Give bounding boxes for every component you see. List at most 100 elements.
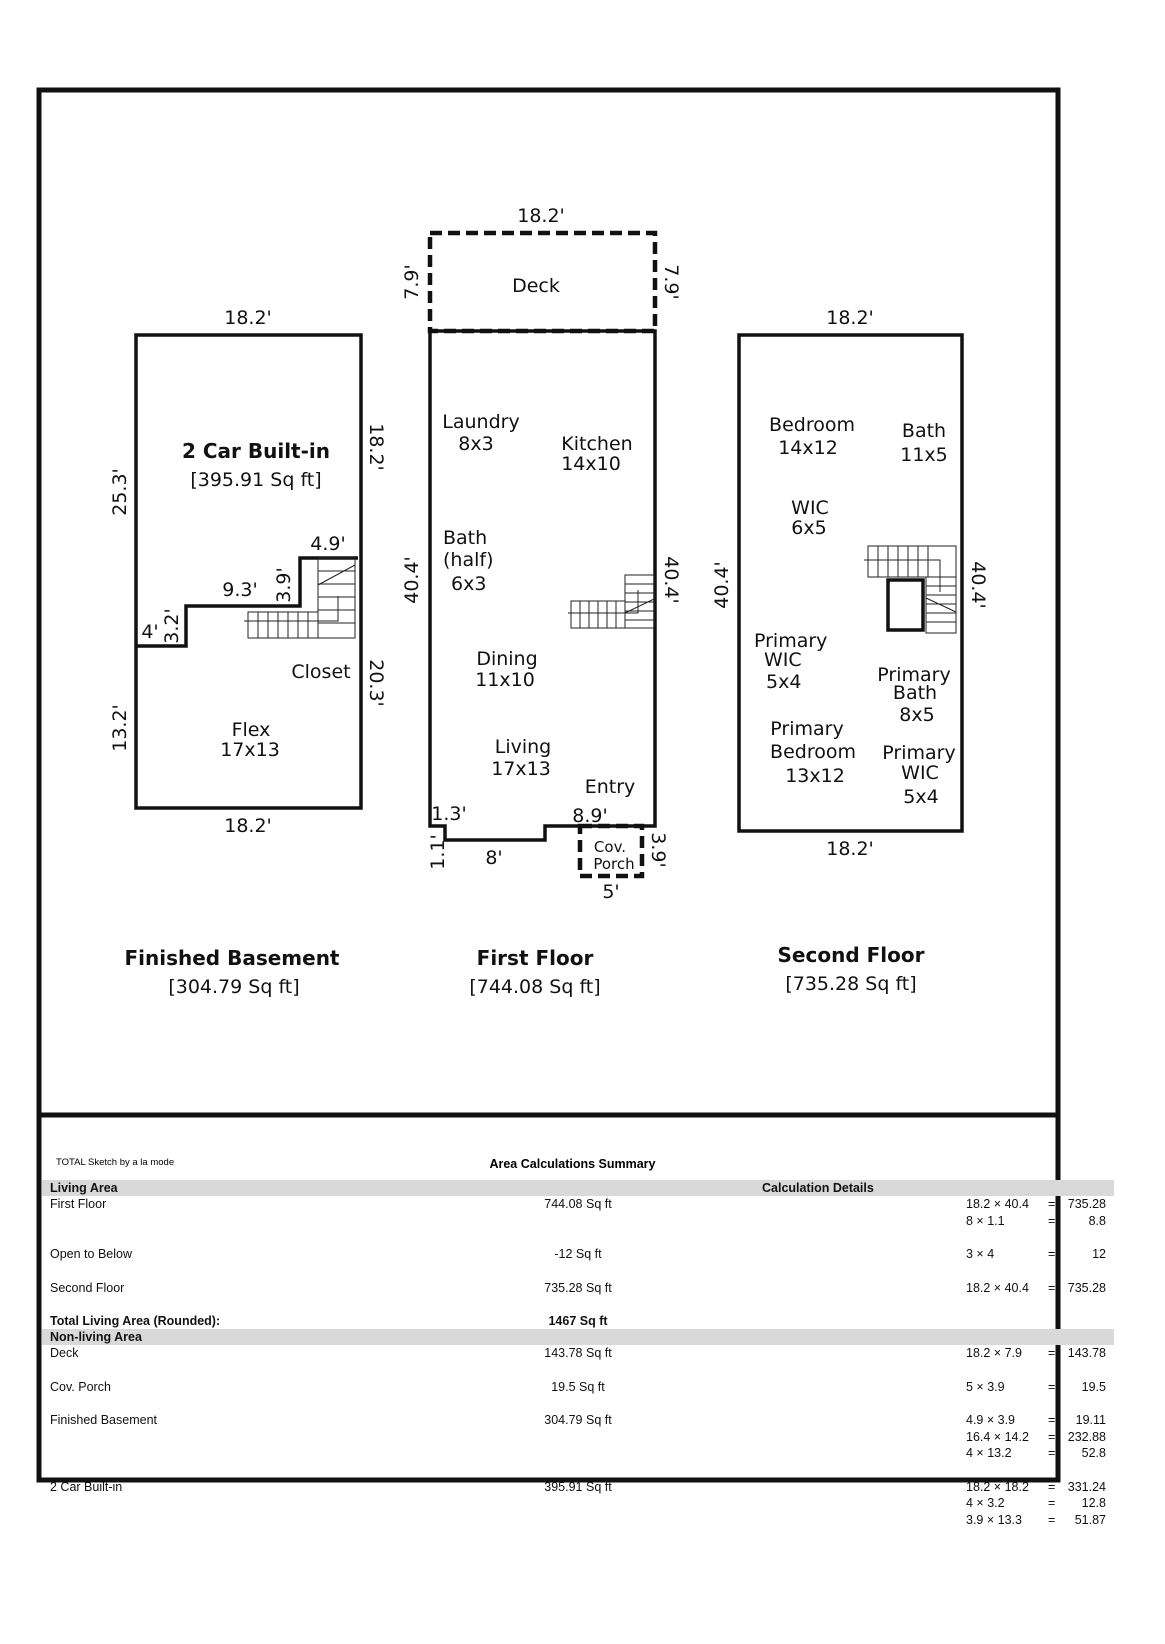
room-size: 5x4 bbox=[903, 786, 938, 808]
calc-expr: 18.2 × 18.2 bbox=[966, 1479, 1029, 1494]
calc-expr: 4 × 3.2 bbox=[966, 1496, 1005, 1510]
row-name: First Floor bbox=[50, 1197, 107, 1211]
room-closet: Closet bbox=[291, 661, 350, 683]
nonliving-area-header: Non-living Area bbox=[42, 1329, 1114, 1345]
calc-value: 51.87 bbox=[1074, 1512, 1106, 1527]
row-name: Deck bbox=[50, 1346, 79, 1360]
room-primary-wic: Primary bbox=[754, 630, 827, 652]
room-primary-bedroom: Primary bbox=[770, 718, 843, 740]
calc-eq: = bbox=[1048, 1379, 1056, 1394]
room-size: 6x5 bbox=[791, 517, 826, 539]
room-size: 13x12 bbox=[785, 765, 845, 787]
dim-deck-left: 7.9' bbox=[401, 264, 423, 299]
calc-eq: = bbox=[1048, 1446, 1056, 1460]
calc-value: 331.24 bbox=[1067, 1479, 1106, 1494]
calc-eq: = bbox=[1048, 1512, 1056, 1527]
dim-step: 1.3' bbox=[431, 803, 466, 825]
room-kitchen: Kitchen bbox=[561, 433, 632, 455]
dim-right-upper: 18.2' bbox=[365, 423, 387, 471]
calc-expr: 18.2 × 40.4 bbox=[966, 1197, 1029, 1211]
calc-value: 232.88 bbox=[1067, 1429, 1106, 1444]
dim-left: 40.4' bbox=[711, 561, 733, 609]
garage-area: [395.91 Sq ft] bbox=[190, 469, 321, 491]
first-floor-plan: 18.2' 7.9' 7.9' 40.4' 40.4' 1.3' 8.9' 1.… bbox=[401, 205, 682, 998]
room-primary-wic-2: Primary bbox=[882, 742, 955, 764]
dim-deck-right: 7.9' bbox=[660, 264, 682, 299]
dim-bottom: 18.2' bbox=[224, 815, 272, 837]
calc-expr: 18.2 × 7.9 bbox=[966, 1346, 1022, 1360]
calc-eq: = bbox=[1048, 1197, 1056, 1211]
calc-eq: = bbox=[1048, 1413, 1056, 1427]
room-bath: Bath bbox=[902, 420, 946, 442]
room-size: 17x13 bbox=[491, 758, 551, 780]
dim-step: 3.2' bbox=[161, 608, 183, 643]
room-sub: Bedroom bbox=[770, 741, 856, 763]
stairs-icon bbox=[568, 574, 655, 629]
calc-expr: 4 × 13.2 bbox=[966, 1446, 1012, 1460]
calc-header: Calculation Details bbox=[762, 1181, 874, 1195]
calc-value: 735.28 bbox=[1067, 1280, 1106, 1295]
total-label: Total Living Area (Rounded): bbox=[50, 1314, 221, 1328]
page-frame bbox=[36, 87, 1061, 1483]
calc-expr: 16.4 × 14.2 bbox=[966, 1429, 1029, 1444]
row-name: Finished Basement bbox=[50, 1413, 158, 1427]
room-bath: Bath bbox=[443, 527, 487, 549]
room-primary-bath: Primary bbox=[877, 664, 950, 686]
row-area: 395.91 Sq ft bbox=[544, 1479, 612, 1494]
room-size: 5x4 bbox=[766, 671, 801, 693]
calc-expr: 5 × 3.9 bbox=[966, 1379, 1005, 1394]
row-area: 143.78 Sq ft bbox=[544, 1346, 612, 1360]
section-label: Living Area bbox=[50, 1181, 118, 1195]
dim-left-upper: 25.3' bbox=[109, 468, 131, 516]
room-size: 8x3 bbox=[458, 433, 493, 455]
calc-eq: = bbox=[1048, 1479, 1056, 1494]
row-area: 304.79 Sq ft bbox=[544, 1413, 612, 1427]
dim-step: 4' bbox=[141, 621, 158, 643]
calc-value: 143.78 bbox=[1067, 1346, 1106, 1360]
room-entry: Entry bbox=[585, 776, 636, 798]
section-label: Non-living Area bbox=[50, 1330, 142, 1344]
dim-step: 9.3' bbox=[222, 579, 257, 601]
room-deck: Deck bbox=[512, 275, 560, 297]
room-laundry: Laundry bbox=[442, 411, 519, 433]
room-living: Living bbox=[495, 736, 552, 758]
credit-text: TOTAL Sketch by a la mode bbox=[56, 1157, 175, 1168]
room-size: 8x5 bbox=[899, 704, 934, 726]
total-row: Total Living Area (Rounded):1467 Sq ft bbox=[42, 1313, 1114, 1329]
basement-title: Finished Basement bbox=[124, 946, 339, 970]
dim-bottom: 18.2' bbox=[826, 838, 874, 860]
row-area: 744.08 Sq ft bbox=[544, 1197, 612, 1211]
calc-eq: = bbox=[1048, 1280, 1056, 1295]
room-sub: WIC bbox=[764, 649, 802, 671]
basement-area: [304.79 Sq ft] bbox=[168, 976, 299, 998]
room-size: 11x10 bbox=[475, 669, 535, 691]
first-floor-title: First Floor bbox=[477, 946, 594, 970]
first-floor-area: [744.08 Sq ft] bbox=[469, 976, 600, 998]
calc-eq: = bbox=[1048, 1346, 1056, 1360]
basement-plan: 18.2' 18.2' 25.3' 13.2' 18.2' 20.3' 4.9'… bbox=[109, 307, 387, 998]
calc-expr: 3 × 4 bbox=[966, 1247, 995, 1261]
calc-eq: = bbox=[1048, 1213, 1056, 1228]
dim-porch-width: 5' bbox=[602, 881, 619, 903]
garage-label: 2 Car Built-in bbox=[182, 439, 330, 463]
calc-eq: = bbox=[1048, 1247, 1056, 1261]
calc-value: 52.8 bbox=[1081, 1446, 1106, 1460]
area-calculations-table: Living Area Calculation Details First Fl… bbox=[42, 1180, 1114, 1528]
calc-value: 19.11 bbox=[1075, 1413, 1106, 1427]
calc-eq: = bbox=[1048, 1496, 1056, 1510]
room-porch: Porch bbox=[593, 855, 634, 873]
open-to-below bbox=[886, 578, 925, 632]
row-name: Cov. Porch bbox=[50, 1379, 111, 1394]
dim-right: 40.4' bbox=[660, 556, 682, 604]
calc-eq: = bbox=[1048, 1429, 1056, 1444]
room-size: 14x12 bbox=[778, 437, 838, 459]
dim-step: 1.1' bbox=[427, 834, 449, 869]
dim-step: 8.9' bbox=[572, 805, 607, 827]
dim-left-lower: 13.2' bbox=[109, 704, 131, 752]
